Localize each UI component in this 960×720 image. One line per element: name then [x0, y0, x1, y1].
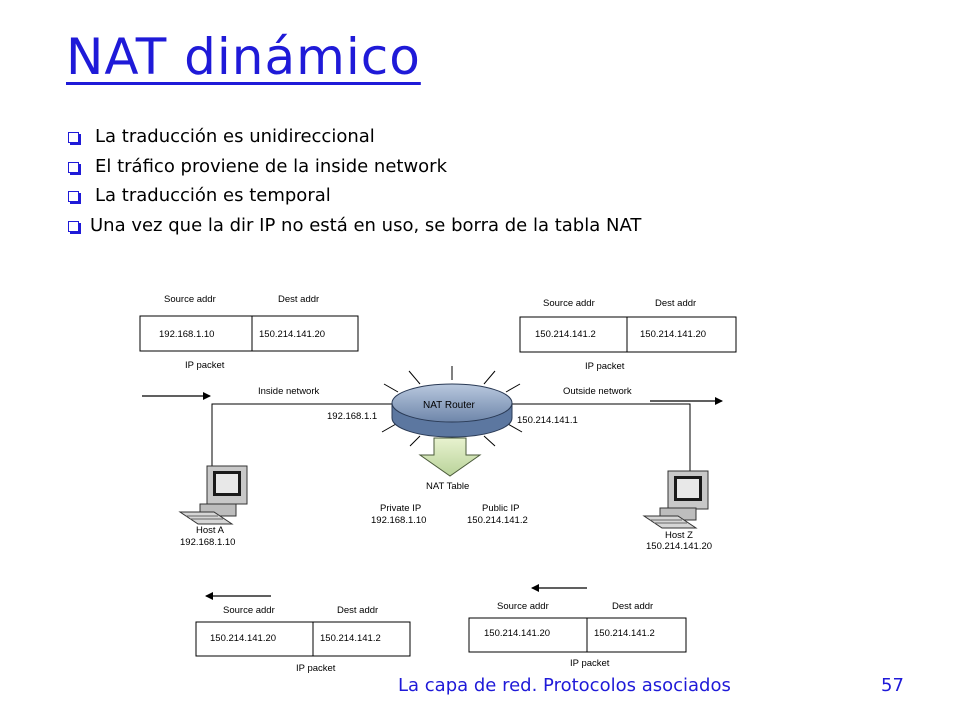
- checkbox-bullet-icon: [68, 161, 79, 173]
- inside-network-label: Inside network: [258, 386, 320, 397]
- nat-table-label: NAT Table: [426, 481, 469, 492]
- nat-table-arrow-icon: [418, 437, 482, 477]
- source-addr-label: Source addr: [543, 298, 595, 309]
- bullet-text: Una vez que la dir IP no está en uso, se…: [90, 214, 642, 236]
- router-outside-ip: 150.214.141.1: [517, 415, 578, 426]
- nat-private-value: 192.168.1.10: [371, 515, 426, 526]
- checkbox-bullet-icon: [68, 191, 79, 203]
- ip-packet-bottom-right: Source addr Dest addr 150.214.141.20 150…: [468, 601, 687, 669]
- source-addr-value: 150.214.141.2: [535, 329, 596, 340]
- host-z-name: Host Z: [665, 530, 693, 541]
- bullet-text: La traducción es unidireccional: [95, 126, 375, 148]
- slide-title: NAT dinámico: [66, 28, 421, 86]
- nat-public-value: 150.214.141.2: [467, 515, 528, 526]
- bullet-item: El tráfico proviene de la inside network: [68, 152, 641, 182]
- checkbox-bullet-icon: [68, 220, 79, 232]
- ip-packet-bottom-left: Source addr Dest addr 150.214.141.20 150…: [195, 605, 411, 674]
- router-label: NAT Router: [423, 400, 476, 411]
- router-inside-ip: 192.168.1.1: [327, 411, 377, 422]
- bullet-item: La traducción es unidireccional: [68, 122, 641, 152]
- source-addr-value: 150.214.141.20: [484, 628, 550, 639]
- slide-footer: La capa de red. Protocolos asociados: [398, 675, 731, 696]
- inside-network-line: [211, 403, 392, 472]
- ip-packet-top-left: Source addr Dest addr 192.168.1.10 150.2…: [139, 294, 359, 371]
- outside-network-line: [512, 403, 691, 472]
- nat-private-header: Private IP: [380, 503, 421, 514]
- ip-packet-caption: IP packet: [296, 663, 336, 674]
- dest-addr-label: Dest addr: [337, 605, 378, 616]
- source-addr-value: 192.168.1.10: [159, 329, 214, 340]
- bullet-text: La traducción es temporal: [95, 185, 331, 207]
- host-z-computer-icon: [642, 470, 709, 529]
- dest-addr-value: 150.214.141.20: [640, 329, 706, 340]
- source-addr-label: Source addr: [223, 605, 275, 616]
- bullet-item: Una vez que la dir IP no está en uso, se…: [68, 211, 641, 241]
- host-a-ip: 192.168.1.10: [180, 537, 235, 548]
- dest-addr-value: 150.214.141.20: [259, 329, 325, 340]
- dest-addr-label: Dest addr: [612, 601, 653, 612]
- host-a-name: Host A: [196, 525, 225, 536]
- ip-packet-caption: IP packet: [185, 360, 225, 371]
- dest-addr-value: 150.214.141.2: [320, 633, 381, 644]
- router-rays: [381, 366, 523, 447]
- host-a-computer-icon: [178, 465, 248, 525]
- ip-packet-caption: IP packet: [570, 658, 610, 669]
- outside-network-label: Outside network: [563, 386, 632, 397]
- source-addr-label: Source addr: [164, 294, 216, 305]
- bullet-item: La traducción es temporal: [68, 181, 641, 211]
- nat-router-icon: NAT Router: [391, 383, 513, 438]
- ip-packet-caption: IP packet: [585, 361, 625, 372]
- source-addr-value: 150.214.141.20: [210, 633, 276, 644]
- page-number: 57: [881, 675, 904, 696]
- host-z-ip: 150.214.141.20: [646, 541, 712, 552]
- source-addr-label: Source addr: [497, 601, 549, 612]
- dest-addr-label: Dest addr: [278, 294, 319, 305]
- bullet-list: La traducción es unidireccional El tráfi…: [68, 122, 641, 240]
- nat-public-header: Public IP: [482, 503, 520, 514]
- dest-addr-label: Dest addr: [655, 298, 696, 309]
- checkbox-bullet-icon: [68, 132, 79, 144]
- ip-packet-top-right: Source addr Dest addr 150.214.141.2 150.…: [519, 298, 737, 372]
- bullet-text: El tráfico proviene de la inside network: [95, 155, 448, 177]
- dest-addr-value: 150.214.141.2: [594, 628, 655, 639]
